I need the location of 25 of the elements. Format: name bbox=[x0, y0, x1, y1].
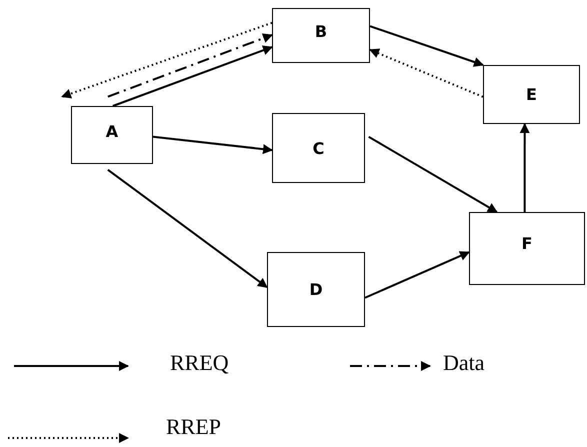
node-box bbox=[483, 65, 580, 124]
arrow bbox=[152, 136, 273, 154]
arrow bbox=[364, 251, 470, 299]
legend-label: RREP bbox=[166, 414, 222, 440]
arrow bbox=[368, 136, 498, 213]
node-label: A bbox=[106, 122, 118, 140]
arrow bbox=[108, 33, 273, 98]
node-box bbox=[272, 8, 370, 63]
node-box bbox=[267, 252, 365, 327]
legend-label: Data bbox=[443, 350, 485, 376]
arrow bbox=[61, 22, 272, 98]
legend-label: RREQ bbox=[170, 350, 229, 376]
arrow bbox=[112, 45, 273, 107]
node-label: E bbox=[526, 85, 537, 104]
arrow bbox=[370, 25, 484, 67]
node-label: C bbox=[312, 138, 324, 158]
node-label: F bbox=[522, 234, 532, 253]
node-label: B bbox=[314, 22, 328, 41]
node-label: D bbox=[309, 280, 323, 299]
node-box bbox=[272, 113, 365, 183]
arrow bbox=[107, 169, 268, 288]
arrow bbox=[369, 48, 484, 98]
node-box bbox=[71, 106, 153, 164]
node-box bbox=[469, 212, 585, 285]
arrow bbox=[520, 123, 530, 212]
